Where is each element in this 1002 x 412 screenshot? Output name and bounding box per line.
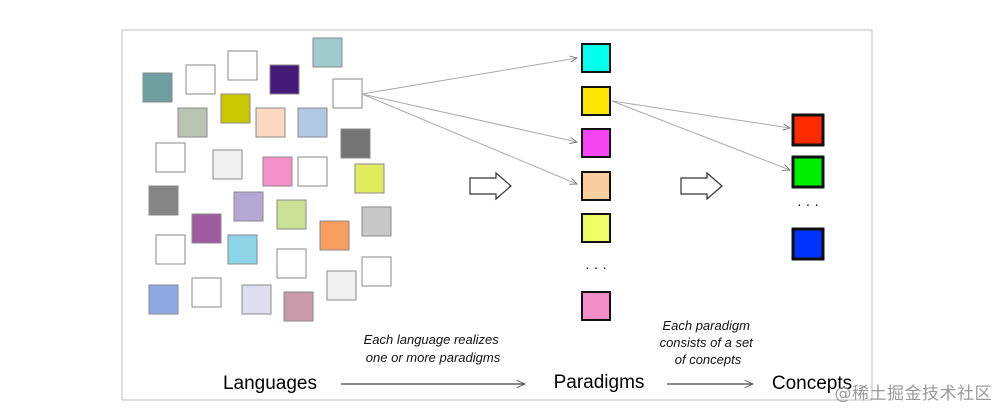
language-square xyxy=(220,93,251,124)
paradigms-note: Each paradigm consists of a set of conce… xyxy=(660,318,757,367)
connector-line xyxy=(361,58,577,95)
paradigm-square xyxy=(581,43,611,73)
paradigm-to-concept-lines xyxy=(611,100,790,170)
language-square xyxy=(241,284,272,315)
languages-note: Each language realizes one or more parad… xyxy=(364,332,503,365)
language-square xyxy=(155,234,186,265)
language-square xyxy=(326,270,357,301)
concepts-column xyxy=(791,113,825,261)
language-square xyxy=(185,64,216,95)
language-square xyxy=(227,234,258,265)
paradigm-square xyxy=(581,86,611,116)
concept-square xyxy=(791,113,825,147)
language-square xyxy=(332,78,363,109)
paradigm-square xyxy=(581,128,611,158)
paradigm-square xyxy=(581,171,611,201)
language-square xyxy=(142,72,173,103)
connector-line xyxy=(611,100,790,128)
concepts-ellipsis: · · · xyxy=(797,196,819,212)
language-square xyxy=(148,185,179,216)
language-square xyxy=(262,156,293,187)
languages-cluster xyxy=(142,37,392,322)
paradigm-square xyxy=(581,213,611,243)
block-arrow-right-icon xyxy=(680,171,723,201)
language-to-paradigm-lines xyxy=(361,58,577,184)
language-square xyxy=(177,107,208,138)
language-square xyxy=(319,220,350,251)
language-square xyxy=(312,37,343,68)
language-square xyxy=(148,284,179,315)
watermark: @稀土掘金技术社区 xyxy=(834,384,992,404)
language-square xyxy=(297,156,328,187)
paradigms-label: Paradigms xyxy=(554,372,645,393)
concepts-label: Concepts xyxy=(772,373,852,394)
block-arrow-right-icon xyxy=(469,171,512,201)
language-square xyxy=(227,50,258,81)
language-square xyxy=(212,149,243,180)
language-square xyxy=(269,64,300,95)
paradigms-ellipsis: · · · xyxy=(585,259,607,275)
language-square xyxy=(297,107,328,138)
connector-line xyxy=(611,100,790,170)
language-square xyxy=(233,191,264,222)
connector-line xyxy=(361,93,577,184)
concept-square xyxy=(791,227,825,261)
language-square xyxy=(276,248,307,279)
paradigms-column xyxy=(581,43,611,321)
language-square xyxy=(354,163,385,194)
paradigm-square xyxy=(581,291,611,321)
language-square xyxy=(155,142,186,173)
language-square xyxy=(191,277,222,308)
connector-line xyxy=(361,93,577,142)
language-square xyxy=(283,291,314,322)
language-square xyxy=(361,256,392,287)
concept-square xyxy=(791,155,825,189)
language-square xyxy=(191,213,222,244)
language-square xyxy=(255,107,286,138)
language-square xyxy=(276,199,307,230)
language-square xyxy=(340,128,371,159)
diagram-frame xyxy=(121,29,873,401)
languages-label: Languages xyxy=(223,373,317,394)
language-square xyxy=(361,206,392,237)
